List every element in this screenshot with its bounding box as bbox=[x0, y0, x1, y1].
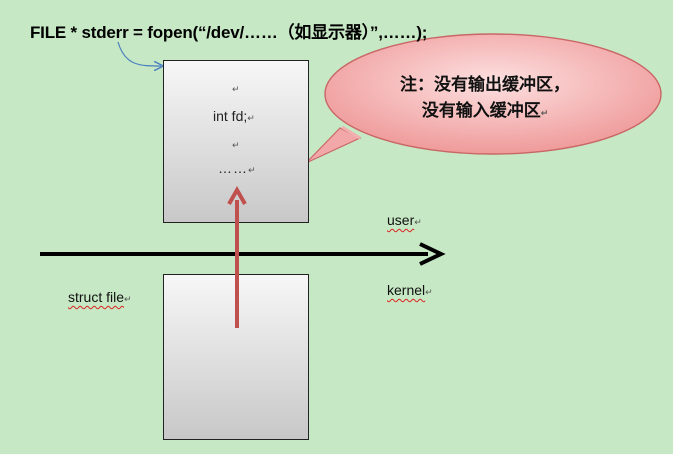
callout-bubble bbox=[305, 33, 662, 164]
callout-line-2: 没有输入缓冲区↵ bbox=[421, 101, 549, 121]
fopen-statement: FILE * stderr = fopen(“/dev/……（如显示器）”,……… bbox=[30, 23, 428, 42]
paragraph-mark: ↵ bbox=[425, 287, 433, 297]
callout-note: 注：没有输出缓冲区， 没有输入缓冲区↵ bbox=[350, 72, 620, 127]
paragraph-mark: ↵ bbox=[232, 140, 240, 150]
callout-line-1: 注：没有输出缓冲区， bbox=[400, 75, 570, 95]
code-line-int-fd: int fd;↵ bbox=[213, 108, 255, 124]
struct-file-label: struct file↵ bbox=[68, 289, 132, 305]
paragraph-mark: ↵ bbox=[540, 109, 549, 119]
paragraph-mark: ↵ bbox=[247, 113, 255, 123]
paragraph-mark: ↵ bbox=[414, 217, 422, 227]
paragraph-mark: ↵ bbox=[232, 84, 240, 94]
paragraph-mark: ↵ bbox=[248, 165, 257, 175]
code-line-ellipsis: ……↵ bbox=[218, 160, 257, 176]
pointer-curve bbox=[117, 41, 161, 66]
kernel-to-user-arrow bbox=[227, 185, 247, 328]
user-label: user↵ bbox=[387, 212, 422, 228]
paragraph-mark: ↵ bbox=[124, 294, 132, 304]
user-kernel-divider-arrow bbox=[40, 242, 446, 266]
kernel-label: kernel↵ bbox=[387, 282, 433, 298]
